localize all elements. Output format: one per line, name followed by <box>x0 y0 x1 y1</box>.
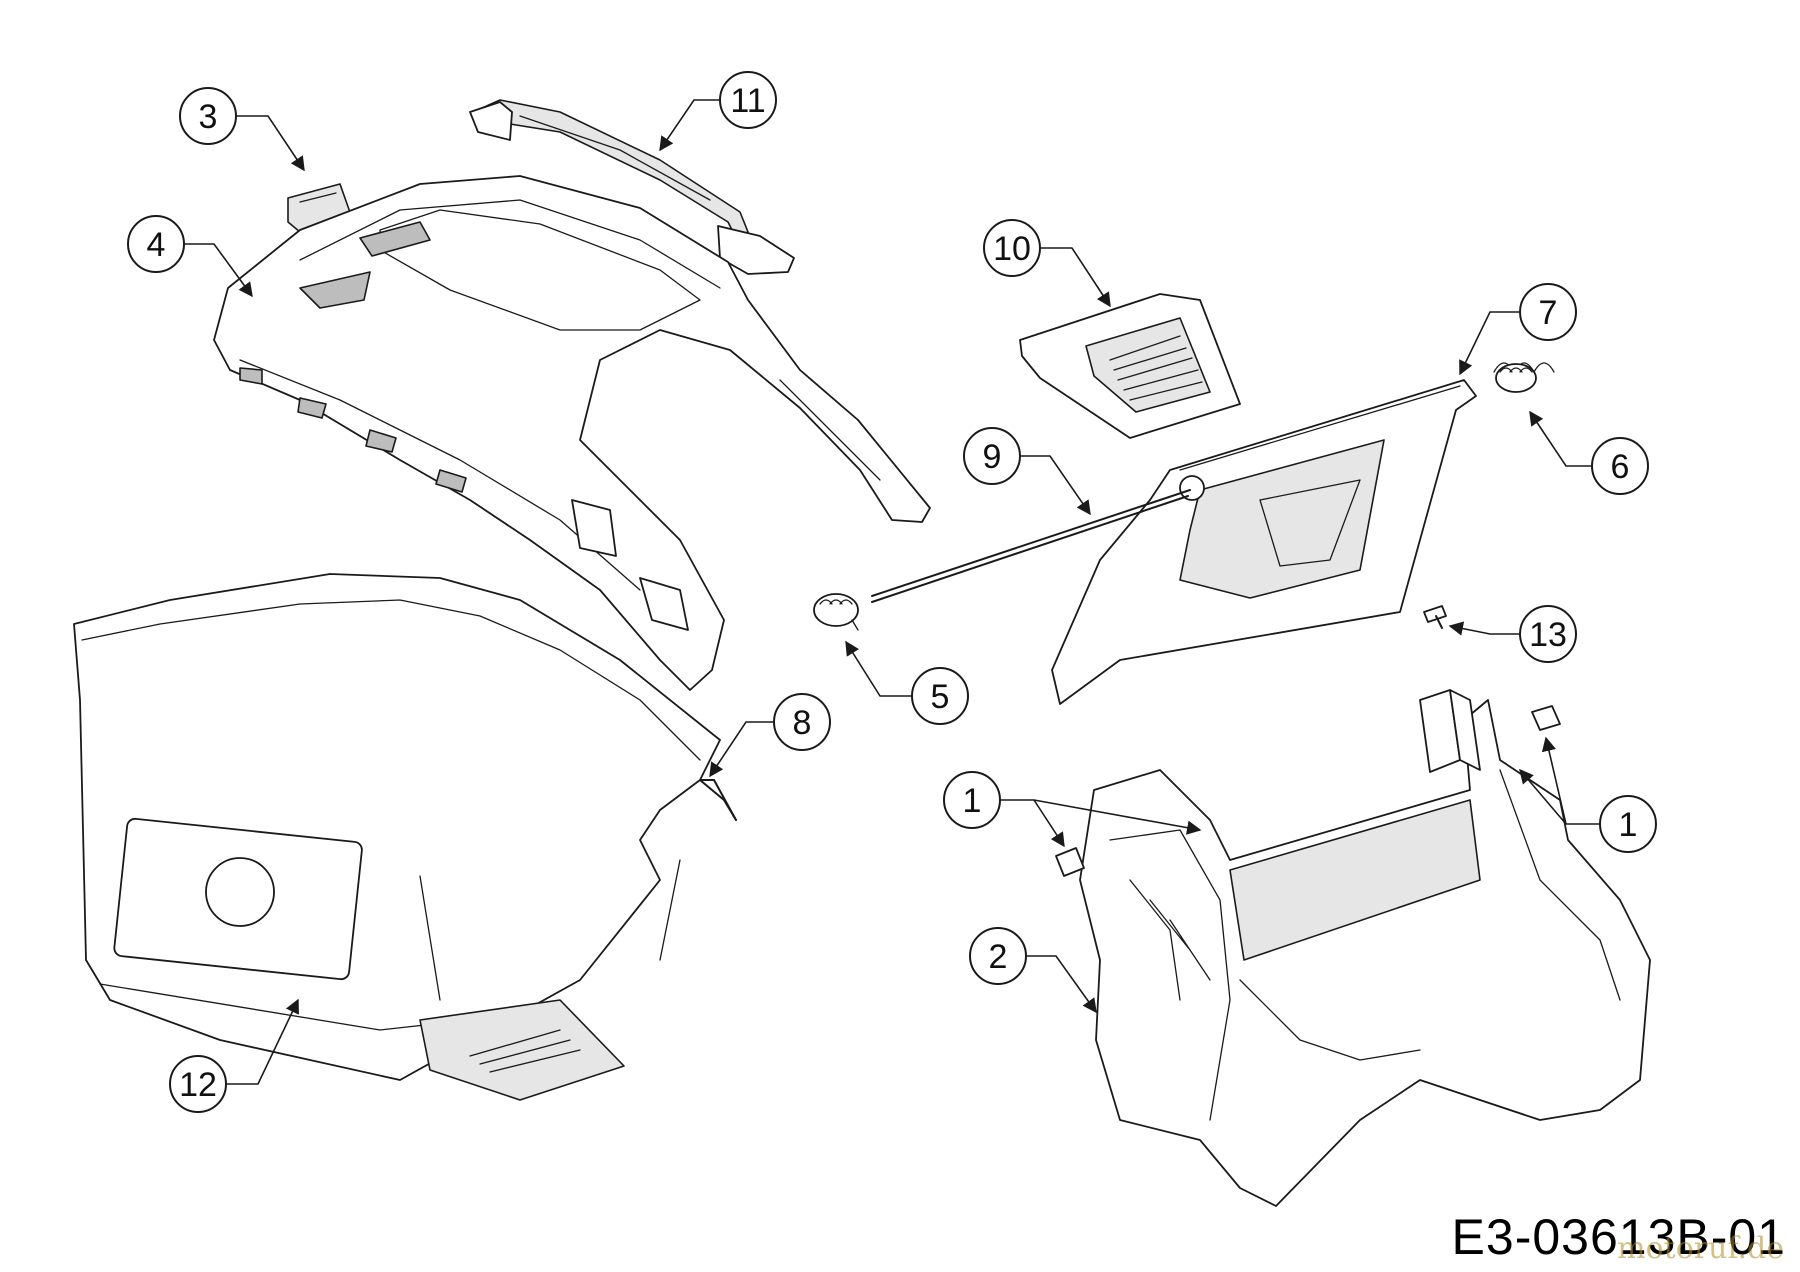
callout-12: 11 <box>659 71 777 152</box>
part-4-upper-housing <box>213 175 931 691</box>
svg-text:8: 8 <box>793 704 812 742</box>
callout-10: 12 <box>169 998 299 1113</box>
svg-text:9: 9 <box>983 438 1002 476</box>
svg-text:3: 3 <box>199 98 218 136</box>
callout-11: 10 <box>983 219 1111 308</box>
part-10-grass-catcher <box>73 573 721 1101</box>
part-1-clip-right <box>1531 705 1561 731</box>
svg-text:12: 12 <box>179 1066 217 1104</box>
callout-3: 3 <box>179 87 305 172</box>
callout-9: 9 <box>963 427 1091 516</box>
svg-text:2: 2 <box>989 938 1008 976</box>
svg-text:1: 1 <box>963 782 982 820</box>
part-5-spring <box>813 593 859 631</box>
part-13-screw <box>1423 605 1447 629</box>
callout-6: 6 <box>1529 410 1649 495</box>
callout-13: 13 <box>1448 605 1577 663</box>
svg-text:5: 5 <box>931 678 950 716</box>
svg-text:4: 4 <box>147 226 166 264</box>
part-9-rod <box>871 489 1191 603</box>
svg-text:13: 13 <box>1529 616 1567 654</box>
callout-1-right: 1 <box>1519 736 1657 853</box>
callout-7: 7 <box>1459 283 1577 376</box>
callout-5: 5 <box>845 640 969 725</box>
part-2-chassis <box>1079 689 1651 1207</box>
svg-text:7: 7 <box>1539 294 1558 332</box>
watermark: motoruf.de <box>1617 1231 1784 1266</box>
svg-text:10: 10 <box>993 230 1031 268</box>
callout-4: 4 <box>127 215 253 298</box>
part-1-clip-left <box>1055 847 1085 877</box>
svg-text:6: 6 <box>1611 448 1630 486</box>
callout-2: 2 <box>969 927 1097 1014</box>
part-7-rear-flap <box>1051 379 1477 705</box>
drawing-code: E3-03613B-01 <box>1451 1209 1786 1265</box>
callout-8: 8 <box>709 693 831 778</box>
part-6-spring <box>1493 362 1555 393</box>
callout-1-left: 1 <box>943 771 1202 848</box>
part-11-cover-plate <box>1019 293 1241 439</box>
part-12-handle <box>469 99 795 275</box>
svg-text:11: 11 <box>730 82 765 120</box>
svg-text:1: 1 <box>1619 806 1638 844</box>
